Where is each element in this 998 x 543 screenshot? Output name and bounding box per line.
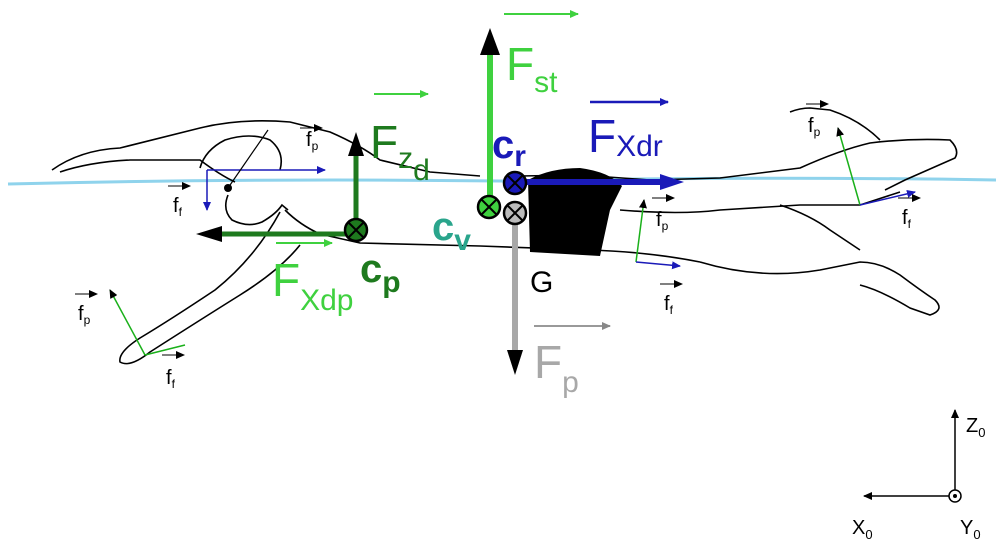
label-f-xdr: FXdr bbox=[588, 110, 663, 163]
label-g: G bbox=[530, 266, 553, 299]
label-ff-right: ff bbox=[898, 194, 921, 231]
label-c-r: cr bbox=[492, 123, 526, 173]
label-c-p: cp bbox=[360, 247, 401, 299]
svg-text:fp: fp bbox=[808, 115, 821, 139]
label-fp-mid: fp bbox=[652, 194, 675, 233]
hand-forces-left bbox=[109, 289, 186, 356]
f-xdr-arrowhead bbox=[660, 174, 684, 190]
f-p-arrowhead bbox=[507, 350, 523, 375]
center-cr bbox=[502, 170, 528, 196]
svg-text:fp: fp bbox=[306, 129, 319, 153]
center-g bbox=[502, 200, 528, 226]
axis-y-label: Y0 bbox=[960, 517, 981, 542]
f-xdp-arrowhead bbox=[196, 226, 222, 242]
svg-text:ff: ff bbox=[664, 293, 674, 317]
label-f-st: Fst bbox=[506, 38, 558, 99]
reference-axes: Z0 X0 Y0 bbox=[852, 409, 985, 542]
axis-x-label: X0 bbox=[852, 517, 873, 542]
svg-text:ff: ff bbox=[902, 207, 912, 231]
label-f-zd: Fzd bbox=[370, 116, 430, 187]
center-cp bbox=[343, 217, 369, 243]
f-st-arrowhead bbox=[480, 28, 500, 55]
foot-forces-right bbox=[836, 127, 916, 206]
label-ff-mid: ff bbox=[660, 280, 683, 317]
svg-text:fp: fp bbox=[656, 209, 669, 233]
foot-forces-mid bbox=[635, 199, 681, 270]
svg-text:ff: ff bbox=[173, 195, 183, 219]
svg-text:fp: fp bbox=[78, 303, 91, 327]
label-fp-left: fp bbox=[75, 290, 98, 327]
label-ff-head: ff bbox=[168, 182, 191, 219]
label-f-p: Fp bbox=[534, 336, 579, 399]
center-cv bbox=[476, 194, 502, 220]
label-f-xdp: FXdp bbox=[272, 254, 354, 317]
f-zd-arrowhead bbox=[348, 132, 364, 156]
label-ff-left: ff bbox=[162, 351, 185, 391]
water-line bbox=[7, 176, 997, 186]
axis-z-label: Z0 bbox=[966, 415, 985, 440]
label-fp-head: fp bbox=[300, 124, 323, 153]
label-fp-right: fp bbox=[806, 100, 829, 139]
label-c-v: cv bbox=[432, 205, 471, 257]
svg-text:ff: ff bbox=[166, 367, 176, 391]
hand-forces-head bbox=[203, 129, 326, 211]
swimsuit bbox=[528, 168, 622, 256]
